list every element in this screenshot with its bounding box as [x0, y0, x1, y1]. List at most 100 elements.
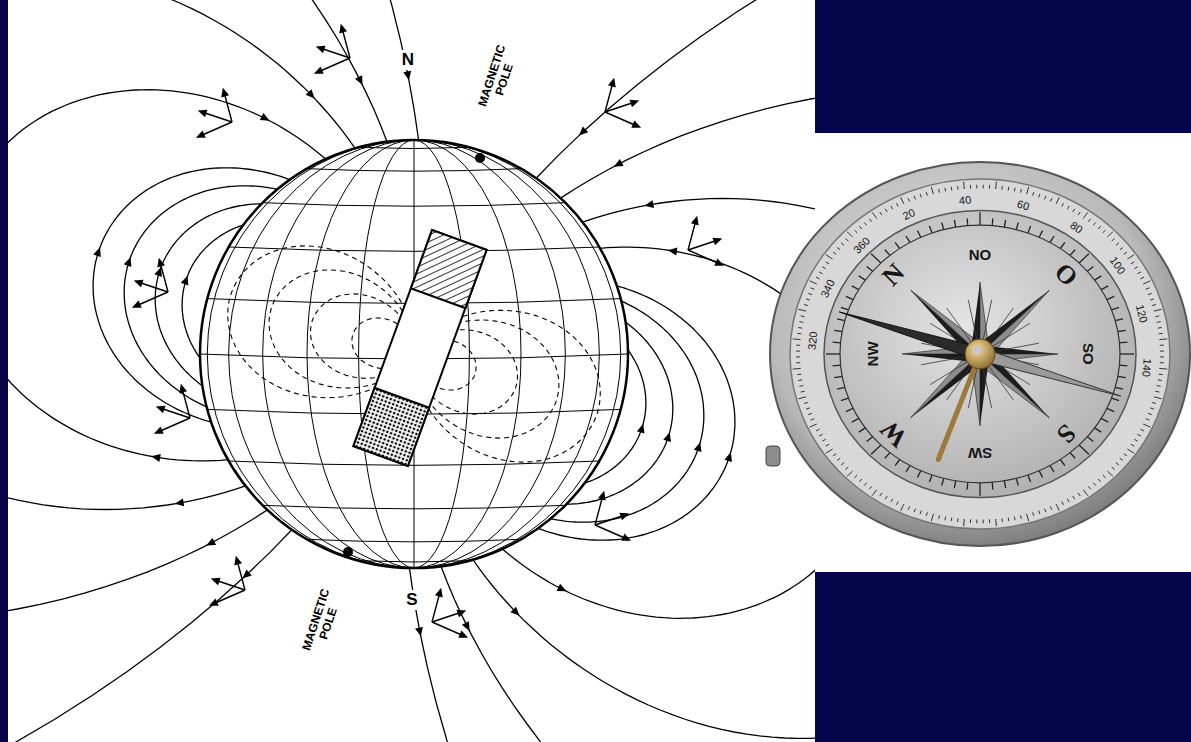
compass-knob — [766, 446, 780, 466]
degree-tick — [908, 198, 910, 201]
magnet-south-end — [353, 388, 429, 466]
degree-tick — [1137, 272, 1140, 274]
rose-tick — [1112, 398, 1120, 401]
degree-tick — [1098, 479, 1101, 482]
rose-tick — [1095, 428, 1102, 432]
pole-letter: S — [404, 590, 419, 610]
rose-tick — [885, 453, 890, 459]
degree-tick — [1131, 444, 1134, 446]
degree-number: 140 — [1140, 358, 1153, 377]
degree-tick — [1146, 419, 1150, 420]
degree-tick — [1152, 305, 1156, 306]
degree-tick — [1093, 222, 1096, 225]
rose-tick — [1016, 478, 1018, 485]
compass-direction: SO — [1080, 343, 1096, 365]
degree-tick — [1159, 368, 1167, 370]
rose-tick — [1087, 437, 1093, 442]
degree-tick — [793, 338, 801, 340]
rose-tick — [1079, 445, 1089, 454]
rose-tick — [966, 482, 968, 489]
rose-tick — [846, 408, 853, 411]
degree-tick — [1056, 197, 1059, 204]
degree-tick — [963, 519, 965, 526]
globe-outline — [200, 140, 628, 568]
degree-tick — [1020, 515, 1022, 519]
degree-tick — [1050, 506, 1052, 509]
degree-tick — [1008, 518, 1010, 522]
degree-tick — [1045, 509, 1046, 512]
rose-tick — [1118, 376, 1126, 377]
pivot-cap — [965, 339, 995, 369]
degree-tick — [885, 496, 887, 499]
degree-tick — [926, 192, 927, 196]
rose-tick — [1087, 266, 1093, 271]
degree-tick — [872, 490, 877, 496]
vector-arrow — [202, 112, 232, 122]
rose-tick — [841, 307, 849, 310]
rose-tick — [1101, 418, 1108, 422]
vector-arrow — [213, 590, 245, 604]
degree-tick — [1014, 517, 1016, 521]
degree-tick — [1062, 502, 1064, 505]
arrowhead — [694, 442, 702, 452]
left-panel — [8, 0, 815, 742]
degree-tick — [819, 272, 822, 274]
arrowhead — [714, 259, 724, 266]
field-line — [585, 350, 646, 483]
vector-arrow — [688, 250, 720, 264]
degree-tick — [1014, 188, 1016, 192]
degree-tick — [1073, 209, 1075, 212]
field-line — [441, 87, 815, 742]
arrowhead — [415, 627, 423, 637]
vector-arrow — [688, 220, 696, 250]
vector-arrow — [605, 112, 637, 126]
field-lines — [8, 0, 815, 742]
degree-tick — [816, 429, 820, 431]
degree-tick — [1107, 471, 1113, 476]
rose-tick — [833, 341, 841, 343]
arrowhead — [242, 570, 251, 579]
degree-tick — [944, 188, 946, 192]
vector-arrow — [160, 262, 168, 292]
degree-tick — [914, 509, 915, 512]
globe — [200, 140, 628, 568]
degree-tick — [816, 277, 820, 279]
rose-tick — [895, 460, 900, 466]
arrowhead — [196, 131, 206, 138]
arrowhead — [557, 584, 567, 592]
arrowhead — [644, 200, 654, 208]
degree-tick — [963, 182, 965, 189]
field-line — [502, 247, 815, 618]
degree-tick — [796, 351, 800, 352]
rose-tick — [833, 365, 841, 367]
pivot-jewel — [973, 346, 981, 354]
degree-tick — [798, 309, 806, 311]
degree-tick — [901, 504, 904, 511]
rose-tick — [979, 483, 980, 496]
arrowhead — [621, 534, 631, 541]
bar-magnet — [353, 230, 486, 466]
degree-number: 40 — [959, 195, 972, 208]
arrowhead — [668, 248, 677, 256]
degree-tick — [944, 517, 946, 521]
degree-tick — [864, 483, 867, 486]
degree-tick — [797, 333, 801, 334]
degree-tick — [1159, 333, 1163, 334]
degree-tick — [847, 232, 853, 237]
degree-tick — [1120, 247, 1123, 249]
vector-arrow — [138, 282, 168, 292]
rose-tick — [1107, 296, 1114, 299]
degree-number: 320 — [807, 331, 820, 350]
degree-tick — [1083, 212, 1088, 218]
vector-arrow — [224, 92, 232, 122]
arrowhead — [206, 538, 216, 546]
arrowhead — [260, 113, 270, 121]
pole-dot — [475, 153, 485, 163]
degree-tick — [1159, 338, 1167, 340]
rose-tick — [1120, 353, 1134, 354]
compass — [766, 162, 1190, 546]
degree-tick — [1067, 206, 1069, 209]
field-line — [124, 186, 277, 407]
degree-tick — [864, 222, 867, 225]
